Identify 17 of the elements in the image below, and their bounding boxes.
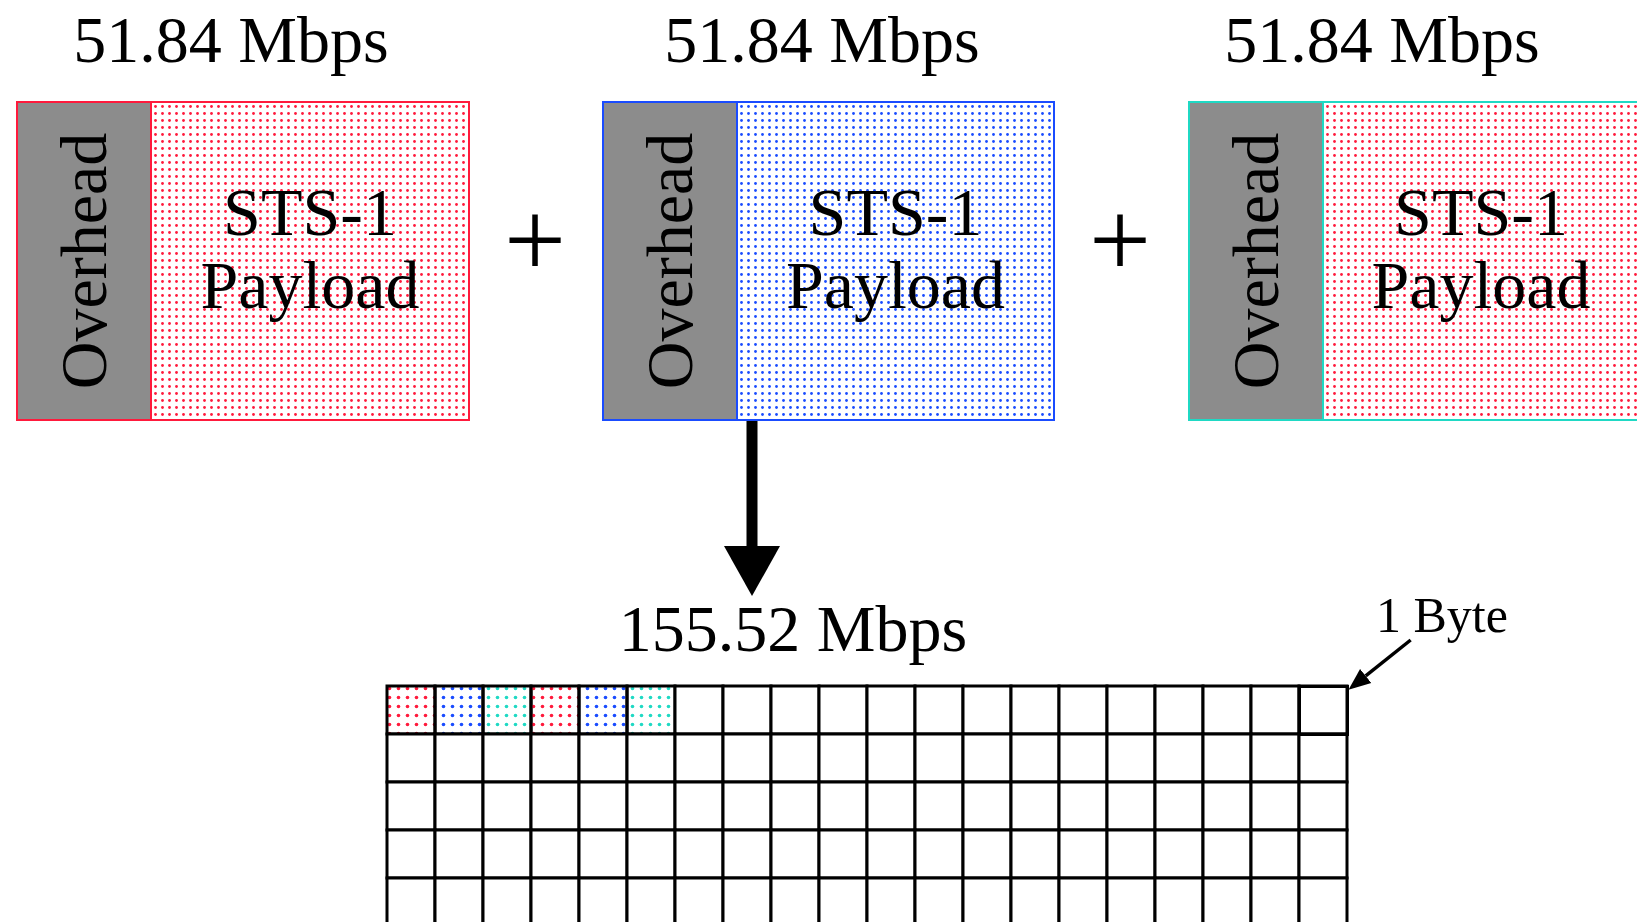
- overhead-box: [604, 103, 738, 419]
- overhead-label: Overhead: [637, 132, 703, 390]
- arrow: [1348, 638, 1412, 690]
- payload-box: [152, 103, 468, 419]
- overhead-label: Overhead: [51, 132, 117, 390]
- payload-label: STS-1 Payload: [784, 175, 1007, 323]
- payload-label: STS-1 Payload: [199, 175, 421, 323]
- byte-cell: [1297, 684, 1349, 736]
- payload-label: STS-1 Payload: [1370, 175, 1592, 323]
- payload-box: [738, 103, 1053, 419]
- overhead-box: [1190, 103, 1324, 419]
- payload-box: [1324, 103, 1637, 419]
- overhead-label: Overhead: [1223, 132, 1289, 390]
- plus-sign: +: [504, 185, 566, 295]
- arrow: [724, 421, 780, 596]
- overhead-box: [18, 103, 152, 419]
- plus-sign: +: [1089, 185, 1151, 295]
